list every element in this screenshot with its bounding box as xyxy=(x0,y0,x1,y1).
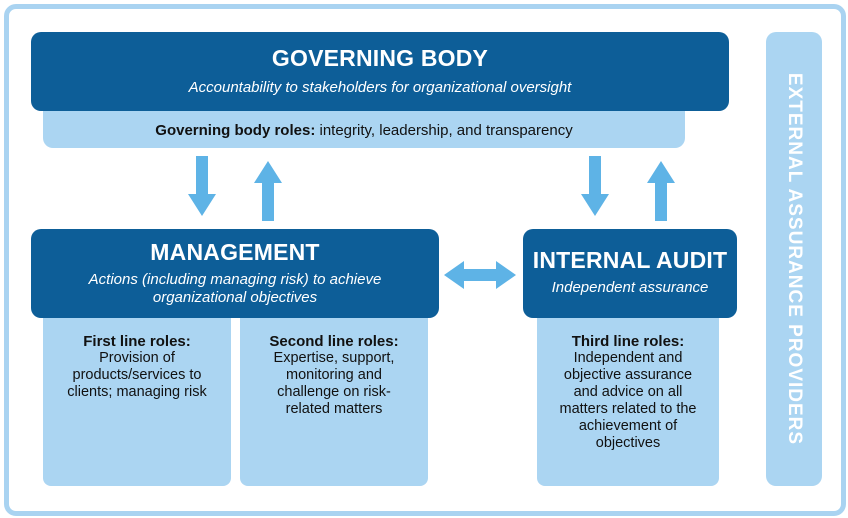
arrow-down-to-internal-audit-icon xyxy=(581,156,609,216)
second-line-roles-text: Expertise, support, monitoring and chall… xyxy=(273,350,395,417)
first-line-roles-text: Provision of products/services to client… xyxy=(67,350,207,400)
governing-body-subtitle: Accountability to stakeholders for organ… xyxy=(188,79,572,96)
third-line-roles-text: Independent and objective assurance and … xyxy=(559,350,697,451)
arrow-up-from-internal-audit-icon xyxy=(647,161,675,221)
governing-body-roles-band: Governing body roles: integrity, leaders… xyxy=(43,104,685,148)
internal-audit-subtitle: Independent assurance xyxy=(551,279,709,296)
management-box: MANAGEMENT Actions (including managing r… xyxy=(31,229,439,318)
first-line-roles-box: First line roles: Provision of products/… xyxy=(43,318,231,486)
internal-audit-box: INTERNAL AUDIT Independent assurance xyxy=(523,229,737,318)
governing-body-title: GOVERNING BODY xyxy=(271,45,489,71)
governing-body-roles-text: integrity, leadership, and transparency xyxy=(315,122,573,139)
governing-body-roles: Governing body roles: integrity, leaders… xyxy=(43,122,685,139)
arrow-up-from-management-icon xyxy=(254,161,282,221)
governing-body-roles-label: Governing body roles: xyxy=(155,122,316,139)
management-title: MANAGEMENT xyxy=(150,239,320,265)
second-line-roles-label: Second line roles: xyxy=(269,333,399,350)
internal-audit-title: INTERNAL AUDIT xyxy=(532,247,728,273)
third-line-roles-box: Third line roles: Independent and object… xyxy=(537,318,719,486)
third-line-roles-label: Third line roles: xyxy=(571,333,685,350)
first-line-roles-label: First line roles: xyxy=(83,333,191,350)
arrow-down-to-management-icon xyxy=(188,156,216,216)
governing-body-box: GOVERNING BODY Accountability to stakeho… xyxy=(31,32,729,111)
management-subtitle: Actions (including managing risk) to ach… xyxy=(88,271,382,306)
external-assurance-bar: EXTERNAL ASSURANCE PROVIDERS xyxy=(766,32,822,486)
second-line-roles-box: Second line roles: Expertise, support, m… xyxy=(240,318,428,486)
arrow-management-internal-audit-icon xyxy=(444,261,516,289)
